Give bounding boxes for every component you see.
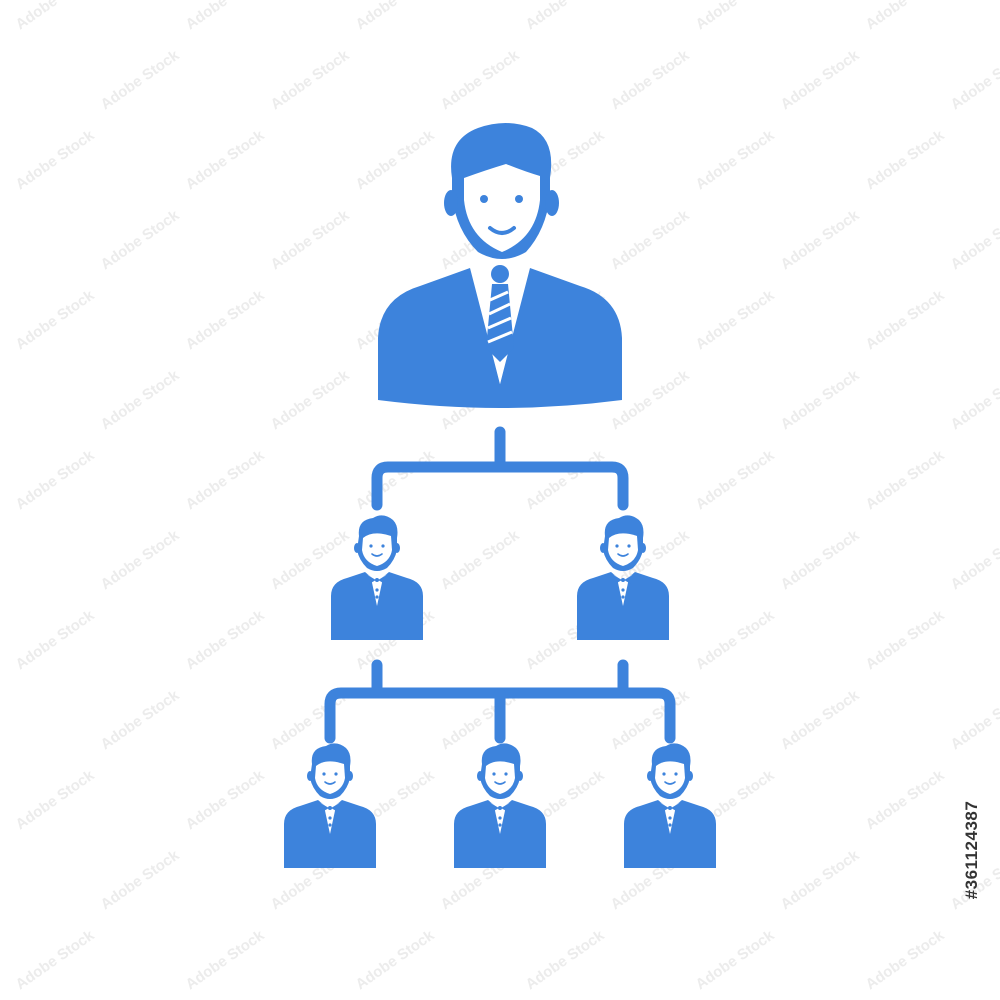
connector-level-1 xyxy=(371,426,629,511)
connector-level-2 xyxy=(324,659,676,744)
employee-with-bowtie-icon xyxy=(283,742,377,869)
stock-id-label: #361124387 xyxy=(962,800,981,900)
employee-with-bowtie-icon xyxy=(453,742,547,869)
employee-with-bowtie-icon xyxy=(576,514,670,641)
employee-with-bowtie-icon xyxy=(330,514,424,641)
employee-with-bowtie-icon xyxy=(623,742,717,869)
chart-group xyxy=(283,123,717,869)
manager-with-tie-icon xyxy=(378,123,622,408)
